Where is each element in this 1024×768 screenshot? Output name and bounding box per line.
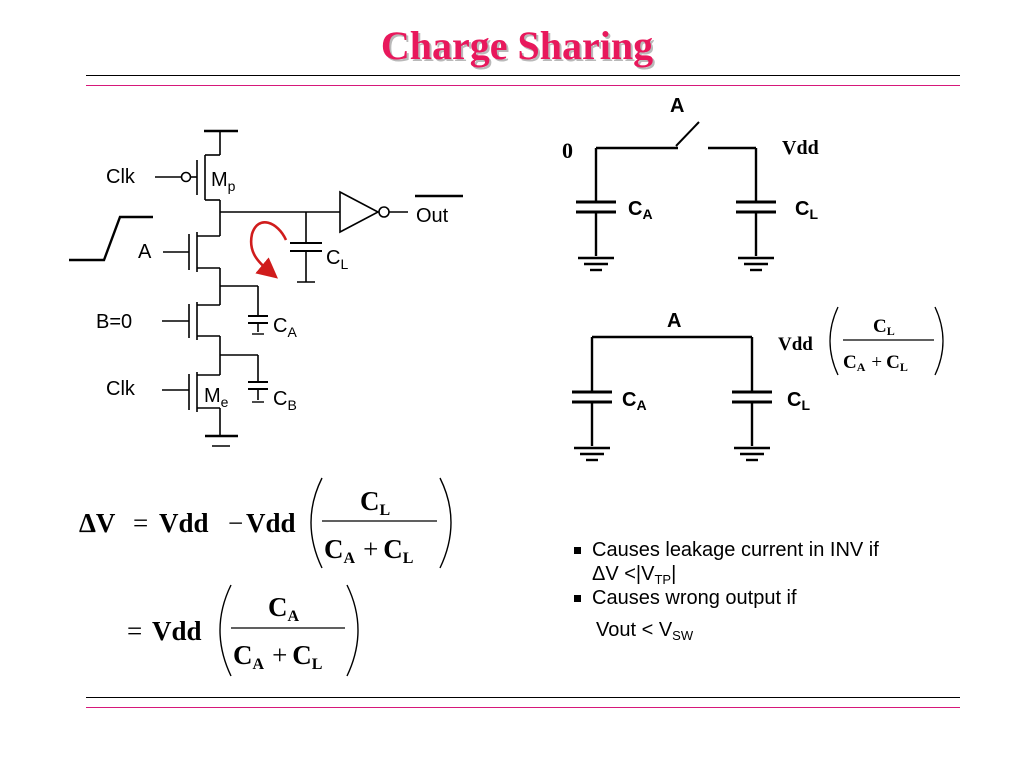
ca-label: CA [273,315,297,340]
shared-formula: Vdd CL CA+CL [778,306,944,376]
shared-ca-label: CA [622,389,647,413]
equation-2: = Vdd CA CA+CL [127,584,359,677]
eq1-lhs: ΔV [79,508,116,538]
eq2-vdd: Vdd [152,616,202,646]
vdd-voltage-label: Vdd [782,137,819,159]
shared-formula-denominator: CA+CL [843,352,908,374]
bullet-wrong-output-condition: Vout < VSW [596,619,694,643]
top-rule-pink [86,85,960,86]
switch-model [576,121,776,272]
bottom-rule-black [86,697,960,698]
eq1-vdd2: Vdd [246,508,296,538]
bullet-list: Causes leakage current in INV if ΔV <|VT… [574,538,879,642]
eq2-equals: = [127,616,142,646]
bullet-marker [574,595,581,602]
shared-model [572,335,772,462]
shared-node-label: A [667,310,681,332]
switch-cl-label: CL [795,198,818,222]
eq1-minus: − [228,508,243,538]
cl-capacitor [290,212,322,283]
eq1-denominator: CA+CL [324,534,413,567]
slide-title: Charge Sharing [380,23,654,68]
switch-blade [675,121,700,147]
bullet-wrong-output-text: Causes wrong output if [592,587,797,609]
nmos-b [162,302,221,340]
pmos-mp [155,150,221,201]
bullet-leakage: Causes leakage current in INV if [574,538,879,562]
me-label: Me [204,385,229,410]
bullet-leakage-text: Causes leakage current in INV if [592,539,879,561]
input-ramp-waveform [69,215,153,262]
shared-formula-numerator: CL [873,316,895,338]
clk-top-label: Clk [106,166,136,188]
eq1-equals: = [133,508,148,538]
ca-capacitor [248,286,268,335]
shared-cl-label: CL [787,389,810,413]
eq2-numerator: CA [268,592,300,625]
out-label: Out [416,205,449,227]
switch-ca-label: CA [628,198,653,222]
bullet-marker [574,547,581,554]
dynamic-gate-circuit [69,129,463,447]
eq1-numerator: CL [360,486,390,519]
a-input-label: A [138,241,152,263]
zero-voltage-label: 0 [562,138,573,163]
eq1-vdd1: Vdd [159,508,209,538]
nmos-me [162,372,221,412]
bullet-leakage-condition: ΔV <|VTP| [592,563,677,587]
cb-label: CB [273,388,297,413]
equation-1: ΔV = Vdd − Vdd CL CA+CL [79,477,452,569]
top-rule-black [86,75,960,76]
shared-formula-vdd: Vdd [778,334,813,355]
mp-label: Mp [211,169,236,194]
pmos-gate-bubble [180,171,192,183]
eq2-denominator: CA+CL [233,640,322,673]
cl-label: CL [326,247,348,272]
bottom-rule-pink [86,707,960,708]
bullet-wrong-output: Causes wrong output if [574,586,879,610]
switch-label: A [670,95,684,117]
cb-capacitor [248,355,268,403]
b-input-label: B=0 [96,311,132,333]
clk-bottom-label: Clk [106,378,136,400]
charge-flow-arrow [249,221,288,279]
output-inverter [339,190,408,234]
nmos-a [163,232,221,272]
